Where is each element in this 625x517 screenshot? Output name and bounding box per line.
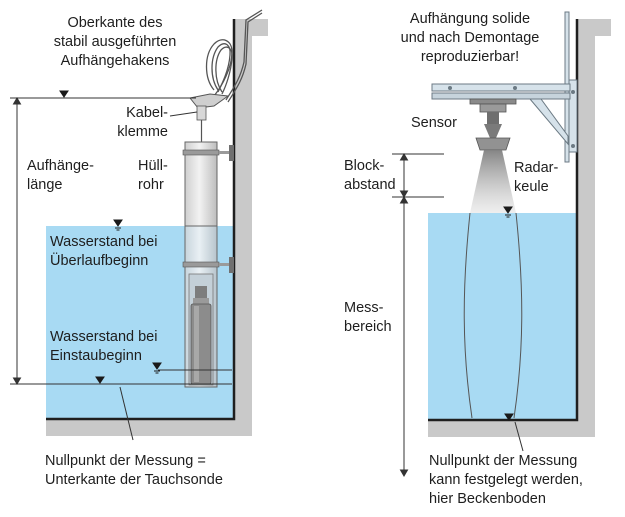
right-zero-point-line: hier Beckenboden	[429, 491, 546, 507]
mount-note: Aufhängung solide und nach Demontage rep…	[385, 10, 555, 67]
left-basin	[10, 9, 268, 441]
radar-sensor	[469, 98, 517, 151]
tube-label-line: rohr	[138, 177, 164, 193]
mount-note-line: und nach Demontage	[400, 30, 540, 46]
radar-beam	[463, 150, 523, 419]
radar-beam-line: Radar-	[514, 160, 559, 176]
right-zero-point-line: kann festgelegt werden,	[429, 472, 583, 488]
right-level-lines	[392, 153, 444, 198]
radar-beam-line: keule	[514, 179, 549, 195]
measuring-range-line: bereich	[344, 319, 392, 335]
tube-label-line: Hüll-	[138, 158, 168, 174]
backwater-level-line: Wasserstand bei	[50, 329, 158, 345]
right-wall-inner-edge	[428, 19, 579, 422]
right-water	[428, 213, 576, 420]
left-leaders	[119, 111, 198, 441]
hook-note-line: Oberkante des	[67, 15, 163, 31]
mount-bracket	[431, 11, 578, 163]
right-basin	[392, 11, 611, 477]
cable-clamp-label: Kabel- klemme	[92, 104, 168, 142]
tube-label: Hüll- rohr	[138, 157, 168, 195]
backwater-level-label: Wasserstand bei Einstaubeginn	[50, 328, 157, 366]
hook-note: Oberkante des stabil ausgeführten Aufhän…	[30, 14, 200, 71]
hanging-length-line: länge	[27, 177, 63, 193]
measuring-range-dimension	[399, 196, 409, 477]
hanging-length-dimension	[12, 97, 22, 385]
block-distance-line: abstand	[344, 177, 396, 193]
right-level-markers	[503, 206, 514, 421]
left-level-markers	[59, 90, 162, 384]
block-distance-line: Block-	[344, 158, 385, 174]
hook-note-line: Aufhängehakens	[60, 53, 170, 69]
overflow-level-line: Wasserstand bei	[50, 234, 158, 250]
cable-clamp-line: Kabel-	[126, 105, 168, 121]
measuring-range-label: Mess- bereich	[344, 299, 392, 337]
radar-beam-label: Radar- keule	[514, 159, 558, 197]
hanging-length-label: Aufhänge- länge	[27, 157, 94, 195]
block-distance-dimension	[399, 153, 409, 198]
cable-clamp-line: klemme	[117, 124, 168, 140]
right-zero-point-line: Nullpunkt der Messung	[429, 453, 578, 469]
right-zero-point-label: Nullpunkt der Messung kann festgelegt we…	[429, 452, 583, 509]
right-leaders	[514, 421, 524, 452]
left-zero-point-line: Nullpunkt der Messung =	[45, 453, 206, 469]
backwater-level-line: Einstaubeginn	[50, 348, 142, 364]
overflow-level-label: Wasserstand bei Überlaufbeginn	[50, 233, 157, 271]
measuring-range-line: Mess-	[344, 300, 384, 316]
sensor-label: Sensor	[411, 115, 457, 131]
left-zero-point-label: Nullpunkt der Messung = Unterkante der T…	[45, 452, 223, 490]
overflow-level-line: Überlaufbeginn	[50, 253, 149, 269]
cable-clamp	[189, 93, 230, 142]
block-distance-label: Block- abstand	[344, 157, 396, 195]
mount-note-line: Aufhängung solide	[409, 11, 531, 27]
immersion-probe	[195, 286, 207, 298]
hanging-length-line: Aufhänge-	[27, 158, 94, 174]
mount-note-line: reproduzierbar!	[420, 49, 520, 65]
left-zero-point-line: Unterkante der Tauchsonde	[45, 472, 223, 488]
left-level-lines	[10, 97, 232, 385]
right-wall	[428, 19, 611, 437]
enclosure-tube	[182, 141, 234, 388]
hook-note-line: stabil ausgeführten	[53, 34, 177, 50]
